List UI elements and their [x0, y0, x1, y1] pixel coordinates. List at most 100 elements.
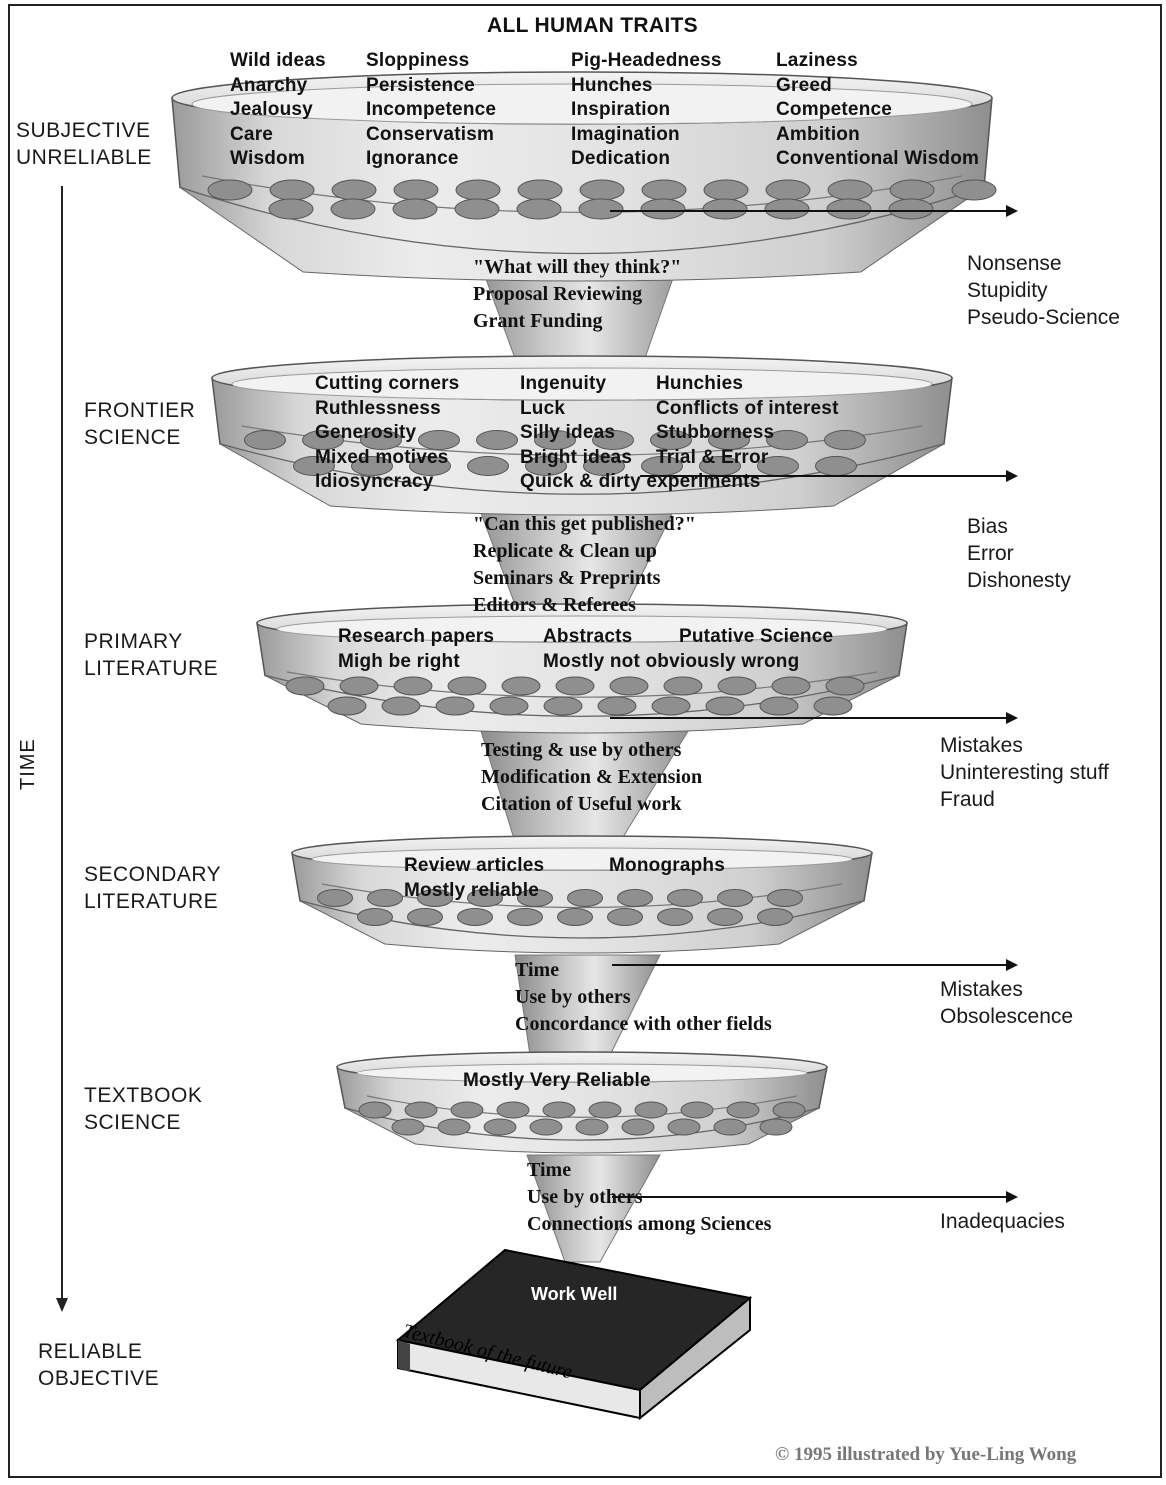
trait-item: Competence	[776, 99, 893, 120]
frontier-item: Ruthlessness	[315, 397, 441, 419]
sieve-hole	[607, 908, 643, 926]
frontier-item: Silly ideas	[520, 422, 616, 443]
trait-item: Ambition	[776, 123, 860, 145]
sieve-hole	[489, 696, 529, 716]
filter-item: Time	[515, 959, 560, 981]
trait-item: Dedication	[571, 148, 671, 169]
sieve-hole	[826, 198, 872, 220]
filter-criteria: "Can this get published?" Replicate & Cl…	[473, 511, 696, 619]
traits-column: Wild ideas Anarchy Jealousy Care Wisdom	[230, 49, 326, 172]
funnel-bowl	[336, 1051, 828, 1154]
filter-item: "Can this get published?"	[473, 513, 696, 535]
trait-item: Care	[230, 123, 274, 145]
trait-item: Greed	[776, 74, 832, 96]
frontier-item: Conflicts of interest	[656, 397, 839, 419]
sieve-hole	[542, 1101, 576, 1119]
filter-item: Grant Funding	[473, 310, 603, 332]
sieve-hole	[516, 198, 562, 220]
sieve-hole	[418, 430, 460, 450]
filter-item: Seminars & Preprints	[473, 567, 661, 589]
bowl-underside	[219, 443, 945, 516]
sieve-hole	[813, 696, 853, 716]
trait-item: Laziness	[776, 50, 858, 71]
diagram-title: ALL HUMAN TRAITS	[487, 14, 698, 37]
sieve-hole	[454, 198, 500, 220]
stage-label-line: FRONTIER	[84, 399, 196, 422]
stage-label-frontier: FRONTIER SCIENCE	[84, 397, 195, 451]
output-item: Mistakes	[940, 734, 1023, 757]
output-item: Inadequacies	[940, 1210, 1065, 1233]
secondary-item: Review articles	[404, 855, 545, 876]
traits-column: Laziness Greed Competence Ambition Conve…	[776, 49, 979, 172]
rejected-output: Nonsense Stupidity Pseudo-Science	[967, 250, 1120, 331]
sieve-hole	[767, 889, 803, 907]
sieve-hole	[483, 1118, 517, 1136]
stage-label-primary: PRIMARY LITERATURE	[84, 628, 218, 682]
stage-label-line: SUBJECTIVE	[16, 119, 151, 142]
frontier-item: Quick & dirty experiments	[520, 471, 761, 492]
sieve-hole	[757, 908, 793, 926]
trait-item: Ignorance	[366, 148, 459, 169]
sieve-hole	[417, 889, 453, 907]
sieve-hole	[393, 676, 433, 696]
bowl-underside	[344, 1107, 820, 1154]
sieve-hole	[702, 198, 748, 220]
filter-criteria: Testing & use by others Modification & E…	[481, 737, 702, 818]
rejected-output: Inadequacies	[940, 1208, 1065, 1235]
sieve-hole	[555, 676, 595, 696]
sieve-hole	[437, 1118, 471, 1136]
sieve-hole	[588, 1101, 622, 1119]
sieve-hole	[357, 908, 393, 926]
sieve-hole	[592, 430, 634, 450]
sieve-hole	[331, 179, 377, 201]
frontier-item: Mixed motives	[315, 446, 449, 468]
sieve-hole	[517, 179, 563, 201]
stage-label-bottom: RELIABLE OBJECTIVE	[38, 1338, 159, 1392]
filter-item: Replicate & Clean up	[473, 540, 657, 562]
trait-item: Wisdom	[230, 148, 305, 169]
sieve-hole	[302, 430, 344, 450]
sieve-hole	[771, 676, 811, 696]
sieve-hole	[404, 1101, 438, 1119]
sieve-hole	[663, 676, 703, 696]
sieve-hole	[392, 198, 438, 220]
trait-item: Sloppiness	[366, 50, 470, 71]
sieve-hole	[667, 889, 703, 907]
rejected-output: Mistakes Obsolescence	[940, 976, 1073, 1030]
sieve-hole	[450, 1101, 484, 1119]
filter-criteria: "What will they think?" Proposal Reviewi…	[473, 254, 681, 335]
frontier-item: Stubborness	[656, 422, 775, 443]
sieve-hole	[391, 1118, 425, 1136]
filter-item: Use by others	[527, 1186, 643, 1208]
sieve-hole	[435, 696, 475, 716]
sieve-hole	[726, 1101, 760, 1119]
frontier-column: Hunchies Conflicts of interest Stubborne…	[656, 372, 839, 470]
filter-criteria: Time Use by others Connections among Sci…	[527, 1157, 771, 1238]
sieve-hole	[467, 456, 509, 476]
sieve-hole	[496, 1101, 530, 1119]
funnel-bowl	[211, 355, 953, 516]
sieve-hole	[447, 676, 487, 696]
stage-label-line: SCIENCE	[84, 1111, 181, 1134]
trait-item: Pig-Headedness	[571, 50, 722, 71]
sieve-hole	[765, 179, 811, 201]
sieve-hole	[330, 198, 376, 220]
secondary-item: Monographs	[609, 855, 725, 876]
sieve-hole	[339, 676, 379, 696]
bowl-inner	[231, 367, 933, 401]
filter-item: Editors & Referees	[473, 594, 636, 616]
primary-item: Mostly not obviously wrong	[543, 650, 800, 672]
rejected-output: Bias Error Dishonesty	[967, 513, 1071, 594]
sieve-hole	[476, 430, 518, 450]
sieve-hole	[705, 696, 745, 716]
sieve-hole	[708, 430, 750, 450]
output-item: Uninteresting stuff	[940, 761, 1109, 784]
sieve-hole	[381, 696, 421, 716]
sieve-hole	[578, 198, 624, 220]
filter-item: "What will they think?"	[473, 256, 682, 278]
output-item: Obsolescence	[940, 1005, 1074, 1028]
sieve-hole	[567, 889, 603, 907]
filter-item: Proposal Reviewing	[473, 283, 643, 305]
sieve-hole	[759, 1118, 793, 1136]
sieve-hole	[707, 908, 743, 926]
